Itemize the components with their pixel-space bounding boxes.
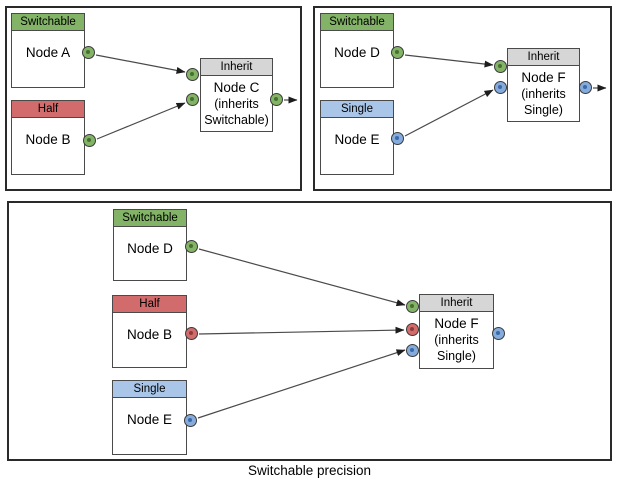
node-f-bottom-input-port-1 bbox=[406, 300, 419, 313]
panel-bottom bbox=[7, 201, 612, 461]
node-b-name: Node B bbox=[25, 132, 71, 147]
node-f-bottom-output-port bbox=[492, 327, 505, 340]
node-f-bottom-header: Inherit bbox=[420, 295, 493, 312]
node-f: Inherit Node F (inherits Single) bbox=[507, 48, 580, 122]
node-f-name: Node F bbox=[521, 70, 566, 85]
node-f-input-port-2 bbox=[494, 81, 507, 94]
node-f-bottom: Inherit Node F (inherits Single) bbox=[419, 294, 494, 369]
node-e-bottom: Single Node E bbox=[112, 380, 187, 455]
node-c: Inherit Node C (inherits Switchable) bbox=[200, 58, 273, 132]
node-c-inherits-label: (inherits Switchable) bbox=[204, 97, 269, 127]
node-f-bottom-inherits-label: (inherits Single) bbox=[434, 333, 479, 363]
node-f-output-port bbox=[579, 81, 592, 94]
node-b-bottom-output-port bbox=[185, 327, 198, 340]
node-a-output-port bbox=[82, 46, 95, 59]
node-f-input-port-1 bbox=[494, 60, 507, 73]
node-e-header: Single bbox=[321, 101, 393, 118]
node-b-header: Half bbox=[12, 101, 84, 118]
node-e: Single Node E bbox=[320, 100, 394, 175]
node-b-bottom-header: Half bbox=[113, 296, 186, 313]
node-f-bottom-input-port-2 bbox=[406, 323, 419, 336]
node-d-bottom: Switchable Node D bbox=[113, 209, 187, 281]
node-b-bottom: Half Node B bbox=[112, 295, 187, 368]
node-c-header: Inherit bbox=[201, 59, 272, 76]
node-e-bottom-output-port bbox=[184, 414, 197, 427]
node-c-name: Node C bbox=[213, 80, 260, 95]
node-d-output-port bbox=[391, 46, 404, 59]
node-b-output-port bbox=[83, 134, 96, 147]
node-f-bottom-input-port-3 bbox=[406, 344, 419, 357]
node-a: Switchable Node A bbox=[11, 13, 85, 88]
node-f-bottom-name: Node F bbox=[434, 316, 479, 331]
node-f-header: Inherit bbox=[508, 49, 579, 66]
node-c-output-port bbox=[270, 93, 283, 106]
diagram-caption: Switchable precision bbox=[247, 463, 372, 478]
node-d-bottom-name: Node D bbox=[127, 241, 173, 256]
node-e-bottom-header: Single bbox=[113, 381, 186, 398]
node-a-name: Node A bbox=[25, 45, 71, 60]
node-c-input-port-2 bbox=[186, 93, 199, 106]
node-d-header: Switchable bbox=[321, 14, 393, 31]
node-e-bottom-name: Node E bbox=[126, 412, 173, 427]
node-d: Switchable Node D bbox=[320, 13, 394, 88]
node-d-bottom-output-port bbox=[185, 240, 198, 253]
node-e-output-port bbox=[391, 132, 404, 145]
node-d-bottom-header: Switchable bbox=[114, 210, 186, 227]
node-c-input-port-1 bbox=[186, 68, 199, 81]
node-b-bottom-name: Node B bbox=[126, 327, 173, 342]
node-f-inherits-label: (inherits Single) bbox=[521, 87, 566, 117]
node-e-name: Node E bbox=[334, 132, 380, 147]
node-b: Half Node B bbox=[11, 100, 85, 175]
node-a-header: Switchable bbox=[12, 14, 84, 31]
node-d-name: Node D bbox=[334, 45, 380, 60]
